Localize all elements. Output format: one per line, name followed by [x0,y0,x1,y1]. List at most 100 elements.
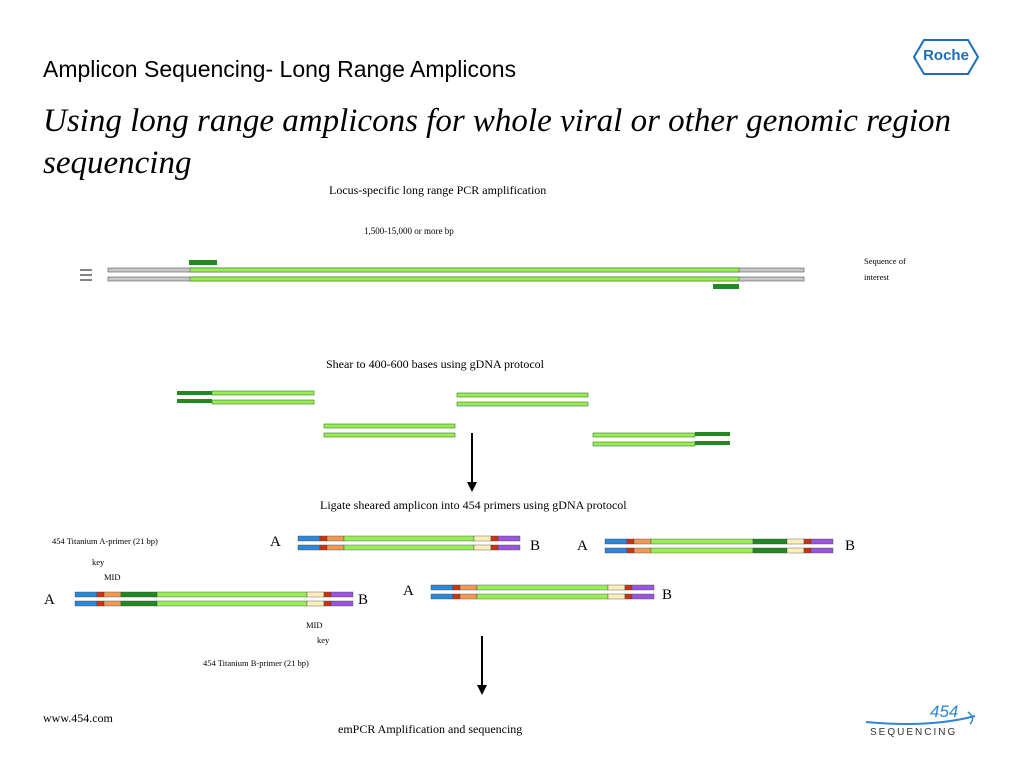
key-label-bottom: key [317,635,330,645]
construct-2-segment [650,538,754,545]
page-title: Amplicon Sequencing- Long Range Amplicon… [43,56,517,82]
construct-4-segment [103,591,122,598]
step4-label: emPCR Amplification and sequencing [338,722,523,736]
construct-4-segment [103,600,122,607]
adapter-a-label-3: A [403,583,414,599]
454-logo-number: 454 [930,702,959,721]
construct-4-segment [323,600,332,607]
step3-label: Ligate sheared amplicon into 454 primers… [320,498,627,512]
sequence-of-interest-line1: Sequence of [864,256,906,266]
construct-3-segment [452,593,461,600]
reverse-primer [713,284,739,289]
adapter-b-label-1: B [530,538,541,554]
construct-4-segment [74,591,98,598]
long-amplicon [80,260,805,289]
construct-3-segment [624,593,633,600]
construct-2-segment [803,547,812,554]
construct-3-segment [452,584,461,591]
construct-3-segment [476,593,609,600]
construct-2-segment [810,538,834,545]
arrow-icon-2 [477,636,487,695]
construct-4-segment [323,591,332,598]
construct-3-segment [459,584,478,591]
step2-label: Shear to 400-600 bases using gDNA protoc… [326,357,544,371]
construct-3-segment [476,584,609,591]
construct-4-segment [330,600,354,607]
construct-1-segment [473,544,492,551]
construct-3-segment [430,593,454,600]
roche-logo-text: Roche [923,47,969,64]
454-sequencing-logo [865,711,976,725]
construct-1-segment [343,535,475,542]
sheared-fragments [177,390,730,447]
construct-2-segment [604,538,628,545]
adapter-a-label-1: A [270,534,281,550]
construct-2-segment [752,547,788,554]
construct-2-segment [604,547,628,554]
key-label-top: key [92,557,105,567]
construct-3-segment [624,584,633,591]
roche-logo: Roche [912,38,980,76]
construct-3-segment [459,593,478,600]
construct-2-segment [786,538,805,545]
construct-4-segment [306,600,325,607]
construct-1-segment [319,544,328,551]
construct-4-segment [120,600,158,607]
ligated-constructs [74,535,834,607]
construct-2-segment [810,547,834,554]
construct-1-segment [343,544,475,551]
construct-2-segment [626,538,635,545]
adapter-a-label-2: A [577,538,588,554]
construct-4-segment [96,600,105,607]
adapter-b-label-3: B [662,587,673,603]
sequence-of-interest-line2: interest [864,272,890,282]
forward-primer [189,260,217,265]
construct-1-segment [326,544,345,551]
construct-3-segment [631,593,655,600]
adapter-b-label-2: B [845,538,856,554]
amplicon-size-label: 1,500-15,000 or more bp [364,226,454,236]
construct-4-segment [96,591,105,598]
construct-1-segment [497,544,521,551]
construct-2-segment [752,538,788,545]
amplicon-strand-top [189,267,740,273]
construct-1-segment [319,535,328,542]
construct-4-segment [330,591,354,598]
genome-fold-icon [80,269,92,281]
construct-2-segment [626,547,635,554]
construct-3-segment [607,584,626,591]
page-subtitle: Using long range amplicons for whole vir… [43,103,952,181]
construct-1-segment [490,535,499,542]
adapter-b-label-4: B [358,592,369,608]
construct-4-segment [156,600,308,607]
construct-1-segment [326,535,345,542]
footer-url: www.454.com [43,711,113,725]
mid-label-top: MID [104,572,121,582]
construct-1-segment [297,535,321,542]
construct-3-segment [430,584,454,591]
adapter-a-label-4: A [44,592,55,608]
construct-2-segment [650,547,754,554]
construct-2-segment [803,538,812,545]
primer-b-label: 454 Titanium B-primer (21 bp) [203,658,309,668]
primer-a-label: 454 Titanium A-primer (21 bp) [52,536,158,546]
construct-2-segment [786,547,805,554]
construct-3-segment [607,593,626,600]
construct-1-segment [497,535,521,542]
construct-4-segment [306,591,325,598]
construct-1-segment [490,544,499,551]
amplicon-strand-bottom [189,276,740,282]
454-logo-word: SEQUENCING [870,727,958,738]
construct-4-segment [74,600,98,607]
construct-2-segment [633,547,652,554]
step1-label: Locus-specific long range PCR amplificat… [329,183,547,197]
construct-3-segment [631,584,655,591]
construct-1-segment [297,544,321,551]
mid-label-bottom: MID [306,620,323,630]
arrow-icon-1 [467,433,477,492]
construct-2-segment [633,538,652,545]
construct-4-segment [120,591,158,598]
construct-4-segment [156,591,308,598]
construct-1-segment [473,535,492,542]
